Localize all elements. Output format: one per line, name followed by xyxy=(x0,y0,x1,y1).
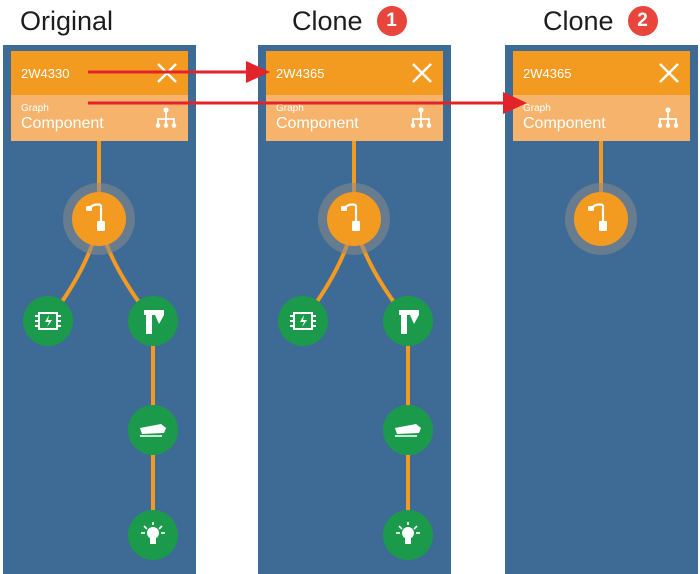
child-node[interactable] xyxy=(128,405,178,455)
node-circle xyxy=(72,192,126,246)
heading-label: Clone xyxy=(543,5,614,36)
child-node[interactable] xyxy=(278,296,328,346)
hierarchy-icon[interactable] xyxy=(409,106,433,130)
pole-bracket-icon xyxy=(399,310,419,334)
hierarchy-icon[interactable] xyxy=(154,106,178,130)
close-icon[interactable] xyxy=(658,62,680,84)
light-bulb-icon xyxy=(396,522,420,544)
panel-clone-1: 2W4365 Graph Component xyxy=(258,45,451,574)
card-name: Component xyxy=(276,115,359,132)
node-circle xyxy=(128,296,178,346)
node-circle xyxy=(327,192,381,246)
panel-clone-2: 2W4365 Graph Component xyxy=(505,45,698,574)
card-kind: Graph xyxy=(21,103,49,114)
arrow-head xyxy=(246,61,270,83)
card-id: 2W4365 xyxy=(276,65,325,81)
luminaire-head-icon xyxy=(395,424,421,437)
lamp-head-icon xyxy=(341,203,360,231)
heading-clone-1: Clone 1 xyxy=(292,4,407,38)
child-node[interactable] xyxy=(383,510,433,560)
lamp-head-icon xyxy=(86,203,105,231)
child-node[interactable] xyxy=(383,296,433,346)
hierarchy-icon[interactable] xyxy=(656,106,680,130)
root-node[interactable] xyxy=(63,183,135,255)
close-icon[interactable] xyxy=(411,62,433,84)
card-header: 2W4365 xyxy=(513,51,690,95)
card-kind: Graph xyxy=(523,103,551,114)
luminaire-head-icon xyxy=(140,424,166,437)
clone-badge: 1 xyxy=(376,6,407,36)
node-circle xyxy=(383,296,433,346)
component-card: 2W4365 Graph Component xyxy=(513,51,690,141)
clone-badge: 2 xyxy=(627,6,658,36)
arrow-head xyxy=(503,92,527,114)
driver-chip-icon xyxy=(290,312,316,330)
pole-bracket-icon xyxy=(144,310,164,334)
card-header: 2W4365 xyxy=(266,51,443,95)
heading-clone-2: Clone 2 xyxy=(543,4,658,38)
heading-label: Clone xyxy=(292,5,363,36)
child-node[interactable] xyxy=(128,296,178,346)
card-graph-row[interactable]: Graph Component xyxy=(513,95,690,141)
card-name: Component xyxy=(21,115,104,132)
component-graph xyxy=(23,141,178,560)
card-kind: Graph xyxy=(276,103,304,114)
root-node[interactable] xyxy=(318,183,390,255)
child-node[interactable] xyxy=(383,405,433,455)
card-id: 2W4330 xyxy=(21,65,70,81)
lamp-head-icon xyxy=(588,203,607,231)
component-graph xyxy=(278,141,433,560)
card-name: Component xyxy=(523,115,606,132)
card-id: 2W4365 xyxy=(523,65,572,81)
heading-original: Original xyxy=(20,4,113,38)
root-node[interactable] xyxy=(565,183,637,255)
child-node[interactable] xyxy=(23,296,73,346)
child-node[interactable] xyxy=(128,510,178,560)
driver-chip-icon xyxy=(35,312,61,330)
node-circle xyxy=(574,192,628,246)
panel-original: 2W4330 Graph Component xyxy=(3,45,196,574)
heading-label: Original xyxy=(20,5,114,36)
component-graph xyxy=(565,141,637,255)
light-bulb-icon xyxy=(141,522,165,544)
